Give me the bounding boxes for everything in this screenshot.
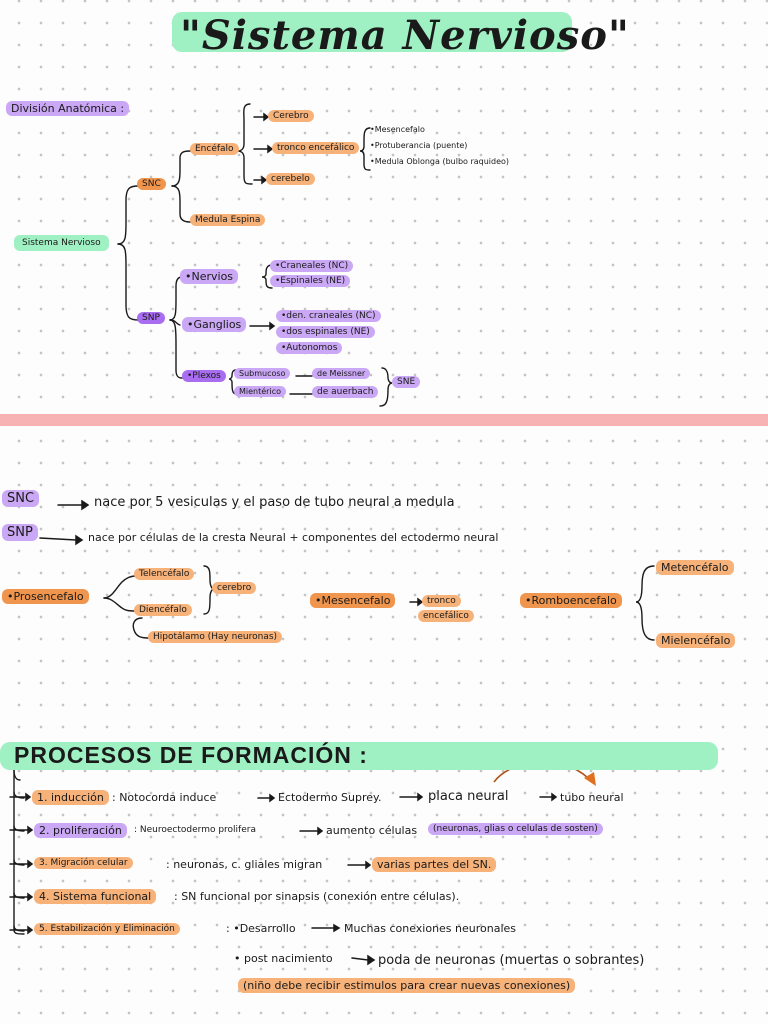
node-protuberancia: •Protuberancia (puente) <box>370 141 468 150</box>
anatomica-heading: División Anatómica : <box>6 101 130 116</box>
branch-medula-line <box>171 185 191 223</box>
node-mielencefalo: Mielencéfalo <box>656 633 736 648</box>
procesos-heading: PROCESOS DE FORMACIÓN : <box>14 742 368 768</box>
node-autonomos: •Autonomos <box>276 342 343 354</box>
proceso-1-label: 1. inducción <box>32 790 109 805</box>
proceso-1-c: placa neural <box>428 789 509 804</box>
node-sne: SNE <box>392 376 421 388</box>
procesos-highlight <box>0 742 718 770</box>
node-nervios: •Nervios <box>180 269 239 284</box>
title-highlight <box>172 12 572 52</box>
branch-plexos-line <box>169 319 183 379</box>
proceso-1-d: tubo neural <box>560 791 624 804</box>
proceso-5-d: poda de neuronas (muertas o sobrantes) <box>378 953 645 968</box>
proceso-4-a: : SN funcional por sinapsis (conexión en… <box>174 890 460 903</box>
proceso-1-a: : Notocorda induce <box>112 791 217 804</box>
node-medula-espina: Medula Espina <box>190 214 266 226</box>
proceso-2-label: 2. proliferación <box>34 823 127 838</box>
proceso-3-a: : neuronas, c. gliales migran <box>166 858 323 871</box>
node-hipotalamo: Hipotálamo (Hay neuronas) <box>148 631 283 643</box>
node-cerebelo: cerebelo <box>266 173 315 185</box>
node-prosencefalo: •Prosencefalo <box>2 589 89 604</box>
nervios-bracket <box>261 264 273 289</box>
page-title: "Sistema Nervioso" <box>180 12 630 59</box>
node-cerebro-origen: cerebro <box>212 582 257 594</box>
branch-snp-line <box>117 243 139 321</box>
proceso-2-b: aumento células <box>326 824 418 837</box>
node-cerebro: Cerebro <box>268 110 314 122</box>
node-medula-oblonga: •Medula Oblonga (bulbo raquideo) <box>370 157 510 166</box>
node-gang-espinales: •dos espinales (NE) <box>276 326 375 338</box>
section-divider <box>0 414 768 426</box>
origen-snc-label: SNC <box>2 490 40 507</box>
proceso-5-a: : •Desarrollo <box>226 922 296 935</box>
proceso-3-b: varias partes del SN. <box>372 857 497 872</box>
node-ganglios: •Ganglios <box>182 317 247 332</box>
node-craneales: •Craneales (NC) <box>270 260 354 272</box>
node-snp: SNP <box>137 312 165 324</box>
node-submucoso: Submucoso <box>234 368 291 379</box>
node-mesencefalo-sub: •Mesencefalo <box>370 125 425 134</box>
proceso-5-c: • post nacimiento <box>234 952 333 965</box>
branch-nervios-line <box>169 276 183 321</box>
node-mesencefalo: •Mesencefalo <box>310 593 396 608</box>
branch-encefalo-line <box>171 150 191 187</box>
node-rombencefalo: •Romboencefalo <box>520 593 622 608</box>
proceso-1-b: Ectodermo Suprey. <box>278 791 382 804</box>
origen-snp-text: nace por células de la cresta Neural + c… <box>88 531 499 544</box>
proceso-4-label: 4. Sistema funcional <box>34 889 157 904</box>
node-metencefalo: Metencéfalo <box>656 560 734 575</box>
node-tronco-2: encefálico <box>418 610 474 622</box>
origen-snc-text: nace por 5 vesiculas y el paso de tubo n… <box>94 495 455 510</box>
node-encefalo: Encéfalo <box>190 143 239 155</box>
proceso-5-b: Muchas conexiones neuronales <box>344 922 517 935</box>
origen-snp-label: SNP <box>2 524 38 541</box>
node-tronco-encefalico: tronco encefálico <box>272 142 360 154</box>
node-telencefalo: Telencéfalo <box>134 568 195 580</box>
proceso-2-c: (neuronas, glias o celulas de sosten) <box>428 823 603 835</box>
tronco-bracket <box>359 127 371 171</box>
node-plexos: •Plexos <box>182 370 226 382</box>
proceso-3-label: 3. Migración celular <box>34 857 133 869</box>
node-sistema-nervioso: Sistema Nervioso <box>14 235 109 251</box>
proceso-5-e: (niño debe recibir estimulos para crear … <box>238 978 576 993</box>
node-espinales: •Espinales (NE) <box>270 275 351 287</box>
proceso-2-a: : Neuroectodermo prolifera <box>134 825 256 835</box>
node-meissner: de Meissner <box>312 368 371 379</box>
plexos-bracket <box>228 369 237 395</box>
node-gang-craneales: •den. craneales (NC) <box>276 310 381 322</box>
encefalo-bracket <box>237 103 253 185</box>
node-auerbach: de auerbach <box>312 386 379 398</box>
sne-bracket <box>379 367 393 407</box>
branch-snc-line <box>117 185 139 245</box>
node-diencefalo: Diencéfalo <box>134 604 192 616</box>
node-tronco-1: tronco <box>422 595 461 607</box>
node-mienterico: Mientérico <box>234 386 286 397</box>
node-snc: SNC <box>137 178 166 190</box>
proceso-5-label: 5. Estabilización y Eliminación <box>34 923 180 935</box>
